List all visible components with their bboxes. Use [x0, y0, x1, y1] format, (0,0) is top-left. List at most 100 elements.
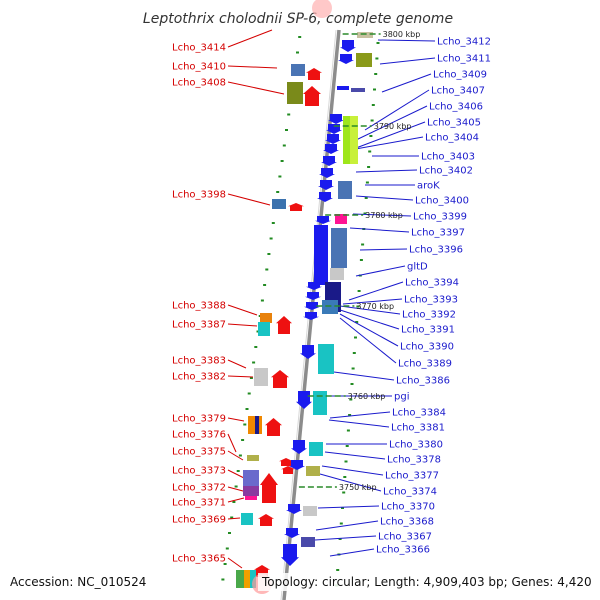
gc-tick: [350, 383, 354, 385]
leader-line: [227, 81, 285, 95]
gc-tick: [357, 290, 361, 292]
leader-line: [333, 371, 395, 381]
forward-gene-arrow: [303, 312, 319, 320]
feature-block: [356, 53, 372, 67]
gc-tick: [373, 88, 376, 91]
forward-gene-arrow: [328, 114, 344, 124]
forward-gene-arrow: [304, 302, 320, 310]
kbp-label: 3780 kbp: [365, 211, 403, 220]
forward-gene-arrow: [291, 440, 307, 454]
reverse-gene-arrow: [281, 466, 295, 474]
gene-label-forward: Lcho_3370: [381, 502, 435, 513]
reverse-gene-arrow: [306, 68, 322, 80]
gene-label-forward: Lcho_3384: [392, 408, 446, 419]
gene-label-forward: Lcho_3393: [404, 295, 458, 306]
topology-label: Topology: circular; Length: 4,909,403 bp…: [261, 575, 592, 589]
gc-tick: [287, 113, 291, 116]
gc-tick: [260, 299, 264, 302]
gc-tick: [223, 563, 227, 565]
gc-tick: [245, 408, 249, 410]
feature-block: [331, 228, 347, 268]
gc-tick: [247, 392, 251, 395]
gc-tick: [285, 129, 288, 131]
leader-line: [227, 557, 243, 569]
leader-line: [328, 419, 390, 428]
forward-gene-arrow: [338, 54, 354, 64]
forward-gene-arrow: [296, 391, 312, 409]
gene-label-forward: Lcho_3402: [419, 166, 473, 177]
gc-tick: [369, 135, 373, 137]
gene-label-reverse: Lcho_3376: [172, 430, 226, 441]
gc-tick: [359, 259, 363, 261]
leader-line: [227, 417, 245, 422]
leader-line: [314, 535, 377, 541]
leader-line: [321, 465, 384, 476]
gc-tick: [356, 305, 360, 308]
gc-tick: [365, 181, 369, 184]
feature-block: [314, 225, 328, 285]
leader-line: [227, 65, 278, 69]
gc-tick: [234, 485, 238, 488]
gc-tick: [342, 491, 346, 494]
leader-line: [355, 265, 406, 277]
gene-label-forward: Lcho_3368: [380, 517, 434, 528]
gene-label-reverse: Lcho_3382: [172, 372, 226, 383]
leader-line: [227, 193, 271, 206]
feature-block: [350, 116, 358, 164]
feature-block: [250, 570, 256, 588]
gene-label-forward: Lcho_3381: [391, 423, 445, 434]
gene-label-reverse: Lcho_3375: [172, 447, 226, 458]
gene-label-forward: gltD: [407, 262, 428, 273]
gene-label-forward: Lcho_3366: [376, 545, 430, 556]
leader-line: [324, 451, 386, 460]
reverse-gene-arrow: [271, 370, 289, 388]
reverse-gene-arrow: [258, 514, 274, 526]
forward-gene-arrow: [300, 345, 316, 359]
partial-feature: [312, 0, 332, 18]
gene-label-reverse: Lcho_3369: [172, 515, 226, 526]
feature-block: [330, 268, 344, 280]
gc-tick: [370, 119, 374, 122]
forward-gene-arrow: [305, 292, 321, 300]
gc-tick: [338, 538, 342, 540]
forward-gene-arrow: [284, 528, 300, 538]
gene-label-forward: aroK: [417, 181, 440, 192]
gene-label-forward: Lcho_3406: [429, 102, 483, 113]
feature-block: [245, 496, 257, 500]
gene-label-forward: Lcho_3394: [405, 278, 459, 289]
gc-tick: [363, 212, 367, 215]
gene-label-forward: pgi: [394, 392, 409, 403]
gc-tick: [228, 532, 231, 534]
gc-tick: [354, 336, 357, 339]
gene-label-reverse: Lcho_3398: [172, 190, 226, 201]
gene-label-reverse: Lcho_3372: [172, 483, 226, 494]
feature-block: [236, 570, 244, 588]
feature-block: [301, 537, 315, 547]
gene-label-forward: Lcho_3367: [378, 532, 432, 543]
gc-tick: [280, 160, 284, 162]
gene-label-reverse: Lcho_3383: [172, 356, 226, 367]
gc-tick: [225, 547, 229, 550]
feature-block: [291, 64, 305, 76]
gc-tick: [269, 237, 273, 240]
leader-line: [227, 469, 245, 479]
leader-line: [349, 136, 424, 151]
gene-label-forward: Lcho_3407: [431, 86, 485, 97]
forward-gene-arrow: [289, 460, 305, 470]
gc-tick: [352, 352, 356, 354]
gc-tick: [238, 454, 242, 457]
leader-line: [355, 195, 414, 201]
gene-label-forward: Lcho_3392: [402, 310, 456, 321]
gc-tick: [336, 569, 340, 571]
feature-block: [247, 455, 259, 461]
gene-label-forward: Lcho_3389: [398, 359, 452, 370]
gene-label-forward: Lcho_3380: [389, 440, 443, 451]
feature-block: [306, 466, 320, 476]
feature-block: [303, 506, 317, 516]
gene-label-reverse: Lcho_3379: [172, 414, 226, 425]
gc-tick: [276, 191, 280, 193]
gc-tick: [351, 367, 355, 370]
feature-block: [243, 486, 259, 496]
feature-block: [322, 300, 338, 314]
leader-line: [319, 473, 382, 492]
